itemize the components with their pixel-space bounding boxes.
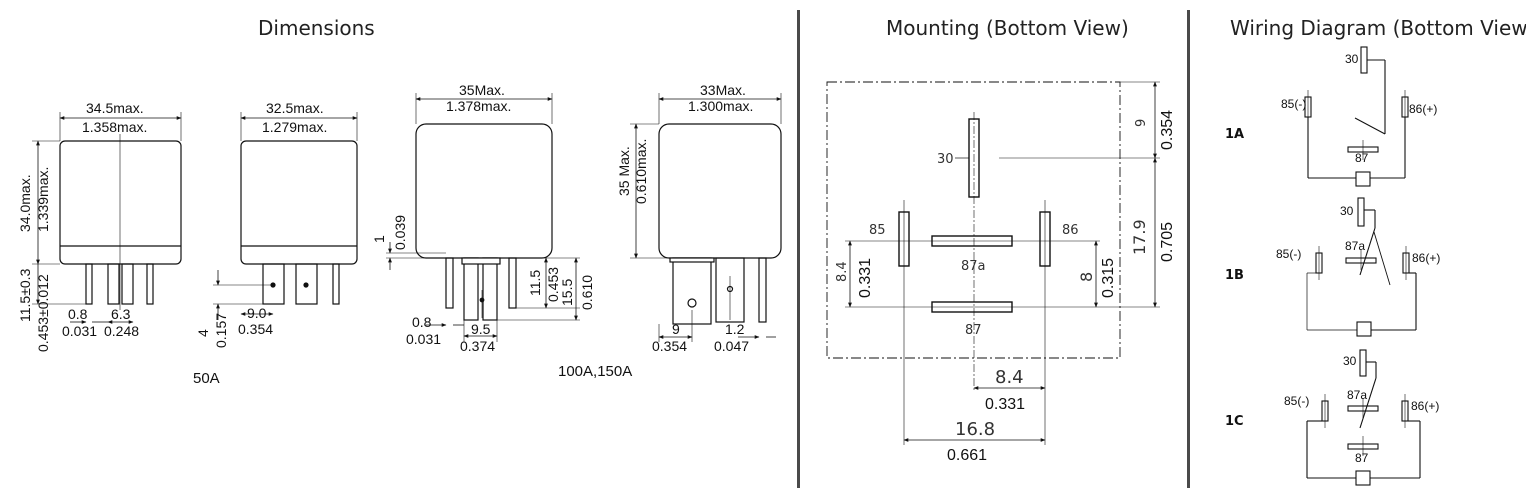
- wiring-1c: [1306, 349, 1421, 486]
- dim-label: 0.354: [1159, 110, 1176, 150]
- section-divider: [797, 10, 800, 488]
- pin-label: 87: [1355, 451, 1369, 465]
- dim-label: 0.8: [68, 306, 88, 322]
- pin-label-30: 30: [937, 152, 954, 167]
- dim-label: 1: [371, 235, 387, 243]
- pin-label: 85(-): [1276, 247, 1301, 261]
- dim-label: 0.331: [857, 258, 874, 298]
- mounting-title: Mounting (Bottom View): [886, 16, 1129, 40]
- pin-label: 87: [1355, 151, 1369, 165]
- dim-label: 0.248: [104, 323, 139, 339]
- dim-label: 0.039: [392, 215, 408, 250]
- dim-label: 34.5max.: [86, 100, 144, 116]
- dim-label: 0.354: [238, 321, 273, 337]
- relay-100a-front: [386, 93, 580, 342]
- dim-label: 11.5±0.3: [17, 268, 33, 322]
- wiring-title: Wiring Diagram (Bottom View): [1230, 16, 1526, 40]
- wiring-type-1a: 1A: [1225, 127, 1244, 142]
- wiring-type-1c: 1C: [1225, 414, 1244, 429]
- dim-label: 0.453±0.012: [35, 274, 51, 352]
- dim-label: 0.453: [545, 267, 561, 302]
- dim-label: 9.5: [471, 321, 491, 337]
- dim-label: 1.279max.: [262, 119, 327, 135]
- section-divider: [1187, 10, 1190, 488]
- wiring-type-1b: 1B: [1225, 268, 1244, 283]
- dim-label: 0.354: [652, 338, 687, 354]
- dim-label: 15.5: [559, 279, 575, 306]
- pin-label-87a: 87a: [961, 259, 986, 274]
- pin-label: 87a: [1345, 239, 1365, 253]
- dim-label: 0.610: [579, 275, 595, 310]
- dim-label: 34.0max.: [17, 174, 33, 232]
- dim-label: 4: [195, 329, 211, 337]
- model-label: 100A,150A: [558, 363, 632, 380]
- dim-label: 35 Max.: [616, 146, 632, 196]
- dim-label: 0.031: [62, 323, 97, 339]
- dim-label: 0.610max.: [633, 139, 649, 204]
- dim-label: 0.047: [714, 338, 749, 354]
- relay-50a-side: [213, 112, 358, 320]
- wiring-1b: [1306, 197, 1417, 337]
- pin-label-86: 86: [1062, 223, 1079, 238]
- dim-label: 11.5: [527, 270, 543, 296]
- dim-label: 33Max.: [700, 82, 746, 98]
- pin-label: 87a: [1347, 388, 1367, 402]
- pin-label: 30: [1340, 204, 1354, 218]
- dim-label: 1.2: [725, 321, 745, 337]
- dim-label: 32.5max.: [266, 100, 324, 116]
- dim-label: 6.3: [111, 306, 131, 322]
- dim-label: 1.300max.: [688, 98, 753, 114]
- dim-label: 0.031: [406, 331, 441, 347]
- model-label: 50A: [193, 370, 220, 387]
- dim-label: 8: [1077, 272, 1096, 282]
- dim-label: 1.378max.: [446, 98, 511, 114]
- wiring-1a: [1304, 46, 1409, 187]
- dim-label: 0.331: [985, 396, 1025, 413]
- dim-label: 0.8: [412, 314, 432, 330]
- dim-label: 9: [1134, 119, 1149, 127]
- dim-label: 0.157: [213, 313, 229, 348]
- pin-label: 86(+): [1411, 399, 1439, 413]
- dim-label: 0.705: [1159, 222, 1176, 262]
- pin-label: 86(+): [1412, 251, 1440, 265]
- dim-label: 9.0: [247, 305, 267, 321]
- pin-label: 30: [1343, 354, 1357, 368]
- dim-label: 0.661: [947, 447, 987, 464]
- pin-label: 85(-): [1281, 97, 1306, 111]
- relay-100a-side: [630, 93, 782, 342]
- pin-label: 30: [1345, 52, 1359, 66]
- dim-label: 8.4: [835, 261, 850, 282]
- dim-label: 8.4: [995, 367, 1024, 388]
- mounting-drawing: [826, 81, 1160, 445]
- dim-label: 9: [672, 321, 680, 337]
- dim-label: 16.8: [955, 419, 995, 440]
- relay-50a-front: [32, 112, 182, 324]
- dim-label: 1.339max.: [35, 167, 51, 232]
- pin-label: 85(-): [1284, 394, 1309, 408]
- pin-label-85: 85: [869, 223, 886, 238]
- pin-label: 86(+): [1409, 102, 1437, 116]
- dimensions-title: Dimensions: [258, 16, 375, 40]
- dim-label: 0.315: [1100, 258, 1117, 298]
- dim-label: 17.9: [1130, 219, 1149, 255]
- dim-label: 1.358max.: [82, 119, 147, 135]
- dim-label: 35Max.: [459, 82, 505, 98]
- dim-label: 0.374: [460, 338, 495, 354]
- pin-label-87: 87: [965, 323, 982, 338]
